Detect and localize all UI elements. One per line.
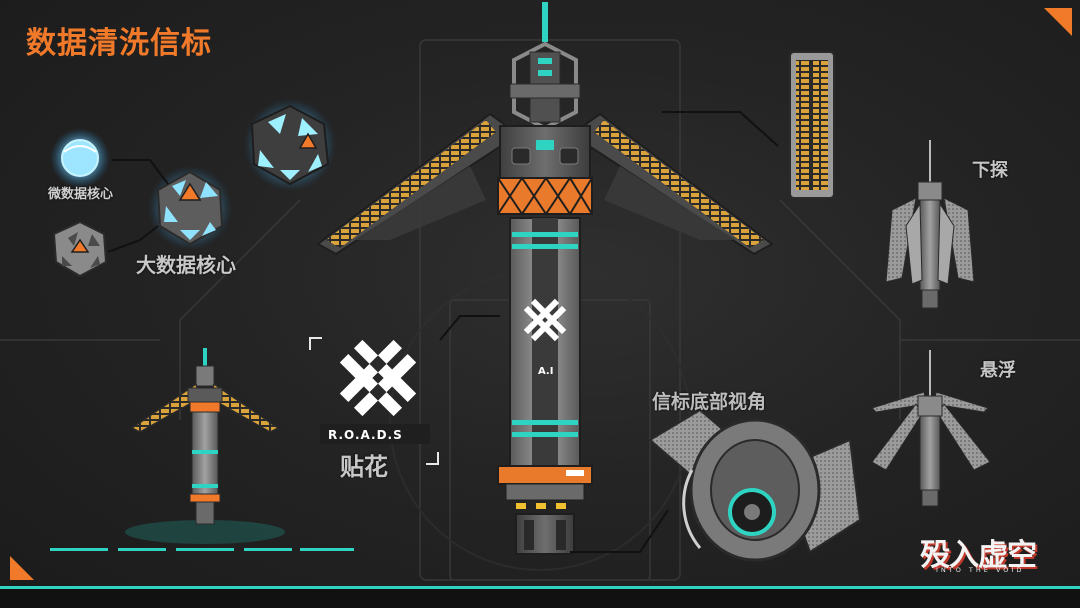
core-leader-lines [107,159,169,253]
big-data-core-dark [52,220,108,278]
corner-accent-bottom-left [10,556,34,580]
corner-accent-top-right [1044,8,1072,36]
micro-data-core-label: 微数据核心 [48,187,114,202]
roads-decal [309,337,439,465]
micro-data-core [50,128,110,188]
mini-beacon [50,348,354,551]
big-data-core-open [244,99,336,191]
beacon-antenna [542,2,548,42]
column-decal [523,298,567,342]
bottom-accent-bar [0,586,1080,589]
page-title: 数据清洗信标 [26,26,212,61]
beacon-bottom-view [648,408,862,562]
roads-decal-caption: R.O.A.D.S [328,428,403,442]
probe-mode-label: 下探 [972,160,1008,181]
bottom-letterbox [0,589,1080,608]
game-logo: 殁入虚空 [920,538,1037,573]
probe-mode-beacon [885,140,975,309]
big-data-core-lit [148,166,232,250]
orange-truss [497,177,593,215]
hover-mode-label: 悬浮 [980,360,1016,381]
bottom-view-label: 信标底部视角 [652,391,767,413]
game-logo-subtitle: INTO THE VOID [936,566,1025,574]
main-beacon [316,2,774,555]
big-data-core-label: 大数据核心 [136,253,236,277]
column-mark-text: A.I [538,366,554,377]
decal-label: 贴花 [340,453,388,481]
beacon-leader-lines [439,111,779,553]
hover-mode-beacon [871,350,991,507]
solar-panel-detail [789,51,835,199]
